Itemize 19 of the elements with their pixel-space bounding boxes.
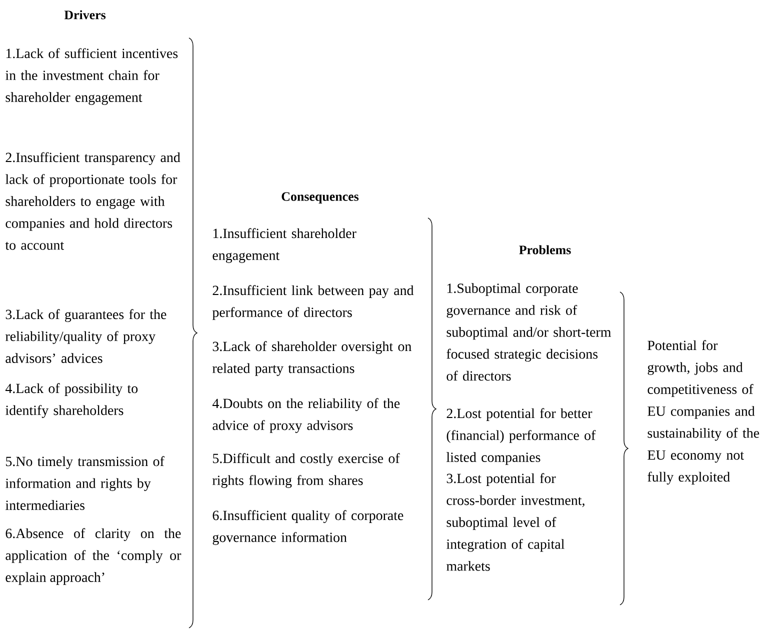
column-heading: Drivers [64,10,106,20]
list-item: 6.Absence of clarity on the application of the ‘comply or explain approach’ [6,528,182,585]
list-item: 2.Lost potential for better (financial) performance of listed companies [446,408,596,465]
list-item: 3.Lost potential for cross-border investment, suboptimal level of integration of capital markets [446,473,584,571]
list-item: 4.Lack of possibility to identify shareholders [5,383,138,418]
list-item: 2.Insufficient transparency and lack of proportionate tools for shareholders to engage with companies and hold directors to account [5,152,180,250]
column-heading: Problems [519,245,571,254]
list-item: 1.Suboptimal corporate governance and risk of suboptimal and/or short-term focused strategic decisions of directors [446,283,612,381]
column-heading: Consequences [282,192,359,204]
list-item: 1.Insufficient shareholder engagement [212,228,356,263]
list-item: 1.Lack of sufficient incentives in the investment chain for shareholder engagement [6,48,178,105]
list-item: 3.Lack of shareholder oversight on related party transactions [212,341,412,376]
list-item: 5.Difficult and costly exercise of rights flowing from shares [212,453,400,488]
list-item: 4.Doubts on the reliability of the advice of proxy advisors [212,398,400,433]
list-item: 2.Insufficient link between pay and performance of directors [212,285,414,320]
list-item: 3.Lack of guarantees for the reliability/quality of proxy advisors’ advices [6,309,166,363]
list-item: Potential for growth, jobs and competitiveness of EU companies and sustainability of the EU economy not fully exploited [648,340,760,485]
list-item: 6.Insufficient quality of corporate governance information [212,510,404,545]
list-item: 5.No timely transmission of information and rights by intermediaries [6,456,164,510]
